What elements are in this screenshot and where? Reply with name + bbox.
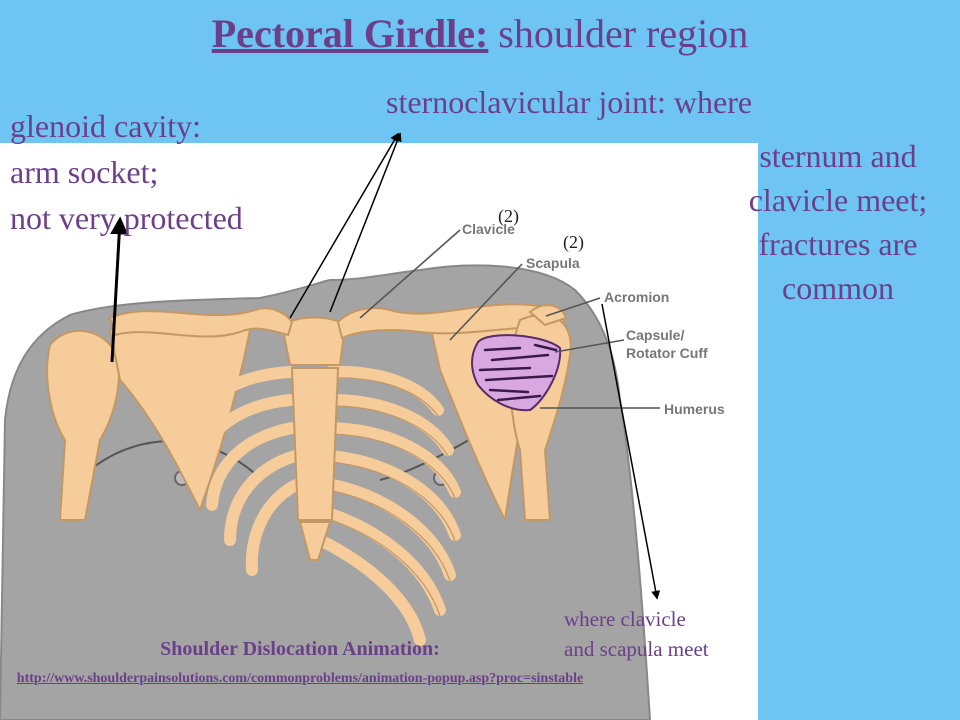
slide-title: Pectoral Girdle: shoulder region <box>0 10 960 57</box>
acromion-note-line-1: where clavicle <box>564 607 686 631</box>
acromion-annotation: where clavicle and scapula meet <box>564 604 709 664</box>
glenoid-line-1: glenoid cavity: <box>10 108 202 144</box>
sternoclavicular-line-2: sternum and <box>759 138 917 174</box>
figure-label-clavicle: Clavicle <box>462 221 515 237</box>
right-rib-6 <box>319 506 446 616</box>
animation-link[interactable]: http://www.shoulderpainsolutions.com/com… <box>16 671 584 686</box>
right-rib-1 <box>324 365 444 416</box>
left-rib-1 <box>189 366 296 431</box>
sternoclavicular-heading: sternoclavicular joint: where <box>386 84 753 120</box>
glenoid-line-2: arm socket; <box>10 154 159 190</box>
right-rib-3 <box>326 422 461 498</box>
left-humerus <box>46 329 120 521</box>
right-rib-4 <box>324 450 461 541</box>
glenoid-line-3: not very protected <box>10 200 243 236</box>
left-clavicle <box>108 307 294 338</box>
clavicle-count: (2) <box>498 206 519 226</box>
glenoid-arrow <box>110 216 129 363</box>
figure-label-humerus: Humerus <box>664 401 725 417</box>
sternoclavicular-description: sternum and clavicle meet; fractures are… <box>718 134 958 310</box>
left-rib-2 <box>194 394 296 471</box>
sternoclavicular-line-5: common <box>782 270 894 306</box>
left-rib-3 <box>206 422 298 511</box>
slide-title-rest: shoulder region <box>488 11 749 56</box>
figure-label-acromion: Acromion <box>604 289 669 305</box>
sternoclavicular-line-4: fractures are <box>758 226 918 262</box>
rotator-cuff-capsule <box>471 334 562 412</box>
right-rib-2 <box>326 394 454 456</box>
left-rib-5 <box>245 478 304 576</box>
slide-title-bold: Pectoral Girdle: <box>211 11 489 56</box>
right-rib-5 <box>322 478 456 581</box>
acromion-note-line-2: and scapula meet <box>564 637 709 661</box>
background-top-band <box>0 0 960 143</box>
figure-label-scapula: Scapula <box>526 255 580 271</box>
acromion-arrow <box>601 303 661 600</box>
animation-title: Shoulder Dislocation Animation: <box>160 638 440 660</box>
sternoclavicular-line-3: clavicle meet; <box>748 182 928 218</box>
glenoid-cavity-annotation: glenoid cavity: arm socket; not very pro… <box>10 103 243 241</box>
rib-cage <box>189 365 461 646</box>
scapula-count: (2) <box>563 232 584 252</box>
xiphoid-process <box>298 521 332 561</box>
sternoclavicular-arrow-right <box>329 132 402 313</box>
right-rib-7 <box>314 534 426 646</box>
figure-label-capsule: Capsule/ <box>626 327 684 343</box>
left-rib-4 <box>224 450 301 546</box>
figure-label-rotator-cuff: Rotator Cuff <box>626 345 708 361</box>
sternum-body <box>290 367 340 521</box>
sternoclavicular-arrow-left <box>289 132 399 319</box>
